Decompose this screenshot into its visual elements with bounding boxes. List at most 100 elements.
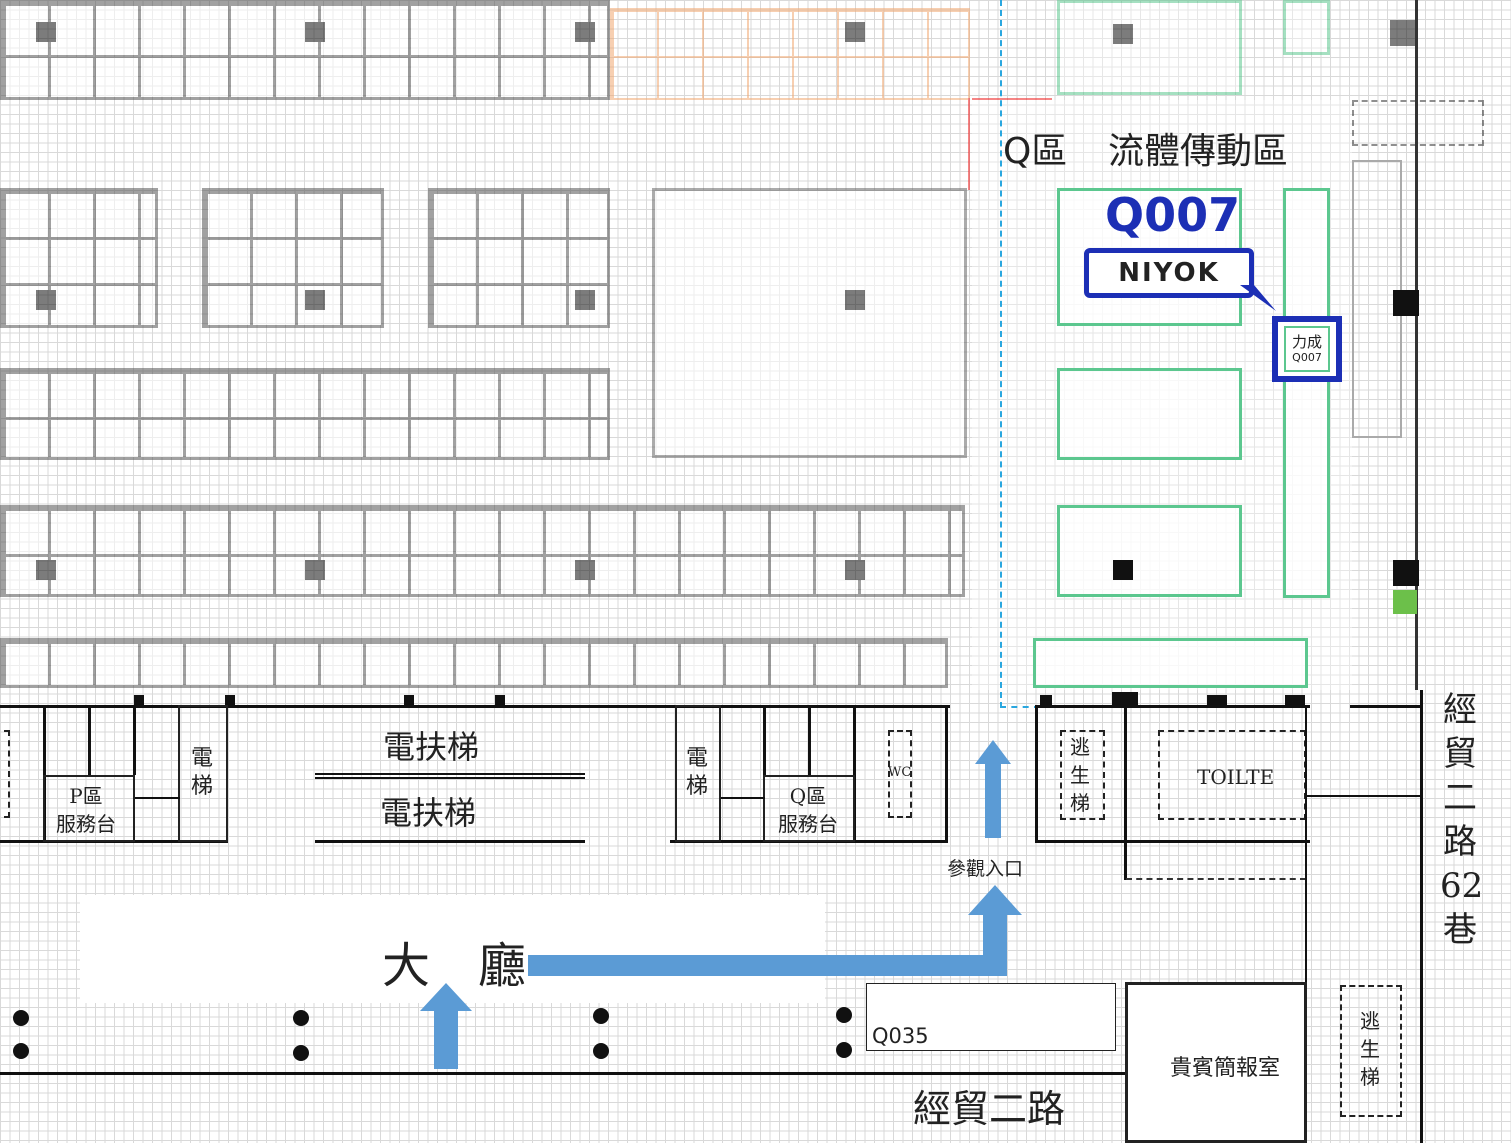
booth-q035-label: Q035 — [872, 1024, 929, 1048]
escape-stairs-1[interactable] — [1060, 730, 1105, 820]
escalator-1-label: 電扶梯 — [383, 728, 480, 766]
q-service-label: Q區 服務台 — [778, 784, 838, 836]
pillar — [495, 695, 505, 707]
column-dot — [836, 1042, 852, 1058]
toilet-label: TOILTE — [1197, 765, 1275, 789]
column-dot — [13, 1043, 29, 1059]
callout-pointer — [1240, 285, 1276, 311]
exit-box — [1352, 100, 1484, 146]
wall — [1415, 0, 1418, 690]
booth-block-2 — [202, 188, 384, 328]
booth-name: 力成 — [1291, 333, 1322, 351]
wall — [135, 797, 180, 799]
street-right-label: 經 貿 二 路 62 巷 — [1440, 690, 1484, 950]
wall — [0, 705, 950, 708]
pillar — [1207, 695, 1227, 707]
pillar — [305, 290, 325, 310]
escape-stairs-2-label: 逃 生 梯 — [1360, 1009, 1380, 1089]
booth-block-middle — [1057, 368, 1242, 460]
green-marker — [1393, 590, 1417, 614]
measure-line — [968, 98, 970, 190]
column-dot — [293, 1045, 309, 1061]
wc-right-box — [888, 730, 912, 818]
visitor-path-dashed — [1000, 706, 1040, 708]
booth-block-large — [652, 188, 967, 458]
booth-row-5 — [0, 638, 948, 688]
elevator-left-label: 電 梯 — [191, 746, 214, 799]
lobby-area — [80, 895, 825, 1003]
wall — [1420, 690, 1423, 1143]
wall — [88, 705, 91, 775]
pillar — [404, 695, 414, 707]
street-bottom-label: 經貿二路 — [913, 1087, 1066, 1131]
lobby-arrow-icon — [420, 983, 472, 1069]
visitor-path-dashed — [1000, 0, 1002, 708]
pillar — [1390, 20, 1416, 46]
wall — [1305, 705, 1307, 1120]
lobby-label: 大 廳 — [382, 938, 527, 994]
vip-room[interactable] — [1125, 982, 1307, 1143]
pillar — [1393, 560, 1419, 586]
escalator-divider — [315, 773, 585, 775]
brand-callout[interactable]: NIYOK — [1084, 248, 1254, 298]
dash-dot-border — [1126, 878, 1306, 880]
pillar — [36, 22, 56, 42]
pillar — [1393, 290, 1419, 316]
wall — [43, 705, 46, 842]
wall — [808, 705, 811, 775]
escape-stairs-2[interactable] — [1340, 985, 1402, 1117]
wall — [133, 705, 136, 775]
measure-line — [972, 98, 1052, 100]
escape-stairs-1-label: 逃 生 梯 — [1070, 735, 1090, 815]
elevator-right[interactable] — [675, 705, 721, 842]
wall — [1305, 795, 1420, 797]
elevator-right-label: 電 梯 — [686, 746, 709, 799]
entrance-arrow-icon — [975, 740, 1011, 838]
wall — [315, 840, 585, 843]
escalator-divider — [315, 777, 585, 779]
wall — [945, 705, 948, 842]
column-dot — [593, 1043, 609, 1059]
escalator-2-label: 電扶梯 — [380, 794, 477, 832]
pillar — [1113, 560, 1133, 580]
booth-block-lower — [1057, 505, 1242, 597]
booth-row-3 — [0, 368, 610, 460]
wall — [1035, 840, 1310, 843]
highlighted-booth[interactable]: 力成 Q007 — [1272, 316, 1342, 382]
wc-left-box — [0, 730, 10, 818]
brand-logo: NIYOK — [1118, 258, 1220, 288]
pillar — [1285, 695, 1305, 707]
booth-column-green — [1283, 0, 1330, 55]
booth-inner: 力成 Q007 — [1284, 326, 1330, 372]
booth-column-right — [1283, 188, 1330, 598]
column-dot — [593, 1008, 609, 1024]
elevator-left[interactable] — [178, 705, 228, 842]
booth-block-green-top — [1057, 0, 1242, 95]
booth-row-top-orange — [610, 8, 970, 100]
pillar — [575, 560, 595, 580]
pillar — [1113, 24, 1133, 44]
highlight-booth-code: Q007 — [1105, 188, 1241, 242]
booth-small-code: Q007 — [1292, 351, 1322, 364]
pillar — [225, 695, 235, 707]
column-dot — [13, 1010, 29, 1026]
booth-block-1 — [0, 188, 158, 328]
q-service-desk[interactable] — [763, 775, 855, 842]
booth-q035[interactable] — [866, 983, 1116, 1051]
column-dot — [836, 1007, 852, 1023]
pillar — [575, 290, 595, 310]
wall — [0, 1072, 1125, 1075]
pillar — [36, 560, 56, 580]
booth-row-4 — [0, 505, 965, 597]
zone-title: 流體傳動區 — [1108, 131, 1289, 172]
wall — [853, 705, 856, 842]
booth-block-bottom — [1033, 638, 1308, 688]
pillar — [845, 560, 865, 580]
p-service-label: P區 服務台 — [56, 784, 116, 836]
wall — [1035, 705, 1038, 842]
p-service-desk[interactable] — [43, 775, 135, 842]
pillar — [1112, 692, 1138, 706]
pillar — [305, 22, 325, 42]
pillar — [305, 560, 325, 580]
